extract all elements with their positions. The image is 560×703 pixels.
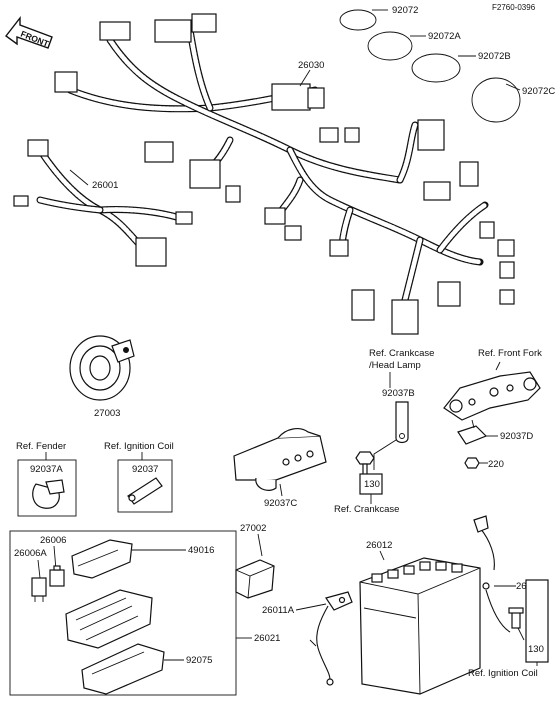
bracket-92037b [395,401,409,444]
clip-92037 [127,477,163,505]
part-label-92075: 92075 [186,655,212,666]
part-label-27002: 27002 [240,523,266,534]
part-label-92037b: 92037B [382,388,415,399]
ref-ignition-coil-top: Ref. Ignition Coil [104,441,174,452]
relay-27002 [235,559,275,599]
horn [69,335,135,401]
clamp-92072c [471,77,521,123]
bracket-92037d [457,419,488,445]
bolt-130-a [355,451,375,477]
ref-ignition-coil-bottom: Ref. Ignition Coil [468,668,538,679]
harness-connectors [54,13,515,335]
ref-crankcase: Ref. Crankcase [334,504,399,515]
part-label-26021: 26021 [254,633,280,644]
clamp-92072 [339,9,388,31]
part-label-92072b: 92072B [478,51,511,62]
part-label-26011a: 26011A [262,605,295,616]
ground-cable-26011a [309,591,353,686]
bolt-130-b [508,607,524,629]
part-label-26012: 26012 [366,540,392,551]
part-label-92037: 92037 [132,464,158,475]
cover-49016 [71,539,133,579]
part-label-92037c: 92037C [264,498,297,509]
main-wiring-harness [66,26,489,304]
part-label-130-a: 130 [364,479,380,490]
sub-harness-26001 [13,139,193,267]
part-label-130-b: 130 [528,644,544,655]
clamp-92072a [367,31,426,61]
part-label-92072c: 92072C [522,86,555,97]
part-label-49016: 49016 [188,545,214,556]
clamp-92072b [411,53,476,83]
part-label-26006a: 26006A [14,548,47,559]
part-label-26006: 26006 [40,535,66,546]
part-label-220: 220 [488,459,504,470]
part-label-92037a: 92037A [30,464,63,475]
case-92075 [81,643,165,695]
clip-92037a [32,479,65,509]
part-label-92072: 92072 [392,5,418,16]
ref-crankcase-head-lamp-line2: /Head Lamp [369,360,421,371]
battery-26012 [359,557,481,695]
battery-cable-26011 [473,515,511,633]
bolt-220 [464,457,488,469]
ref-fender: Ref. Fender [16,441,66,452]
part-label-26001: 26001 [92,180,118,191]
front-arrow-icon: FRONT [5,15,53,49]
ref-front-fork: Ref. Front Fork [478,348,542,359]
relay-26006 [49,565,65,587]
relay-26006a [31,577,47,602]
part-label-92037d: 92037D [500,431,533,442]
part-label-27003: 27003 [94,408,120,419]
ref-crankcase-head-lamp-line1: Ref. Crankcase [369,348,434,359]
front-fork-bracket [443,371,541,421]
diagram-code: F2760-0396 [492,3,536,12]
part-label-92072a: 92072A [428,31,461,42]
holder-92037c [233,428,327,491]
part-label-26030: 26030 [298,60,324,71]
junction-box [65,589,153,649]
